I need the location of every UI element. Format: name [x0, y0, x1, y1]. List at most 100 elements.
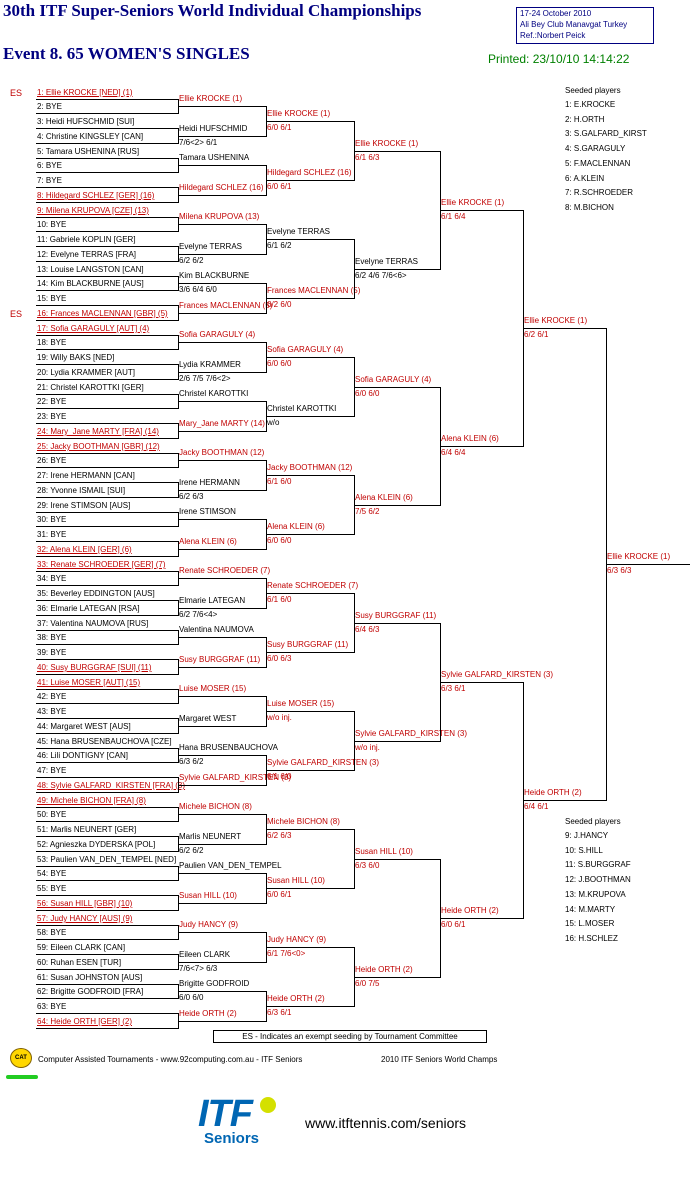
- draw-entry[interactable]: 41: Luise MOSER [AUT] (15): [37, 678, 141, 687]
- match-winner[interactable]: Christel KAROTTKI: [267, 404, 337, 413]
- match-winner[interactable]: Heide ORTH (2): [441, 906, 499, 915]
- match-winner[interactable]: Sylvie GALFARD_KIRSTEN (3): [441, 670, 554, 679]
- draw-entry[interactable]: 22: BYE: [37, 397, 67, 406]
- draw-entry[interactable]: 2: BYE: [37, 102, 62, 111]
- match-winner[interactable]: Renate SCHROEDER (7): [267, 581, 359, 590]
- draw-entry[interactable]: 40: Susy BURGGRAF [SUI] (11): [37, 663, 152, 672]
- draw-entry[interactable]: 12: Evelyne TERRAS [FRA]: [37, 250, 136, 259]
- match-winner[interactable]: Susan HILL (10): [267, 876, 325, 885]
- match-winner[interactable]: Irene HERMANN: [179, 478, 240, 487]
- match-winner[interactable]: Lydia KRAMMER: [179, 360, 241, 369]
- draw-entry[interactable]: 32: Alena KLEIN [GER] (6): [37, 545, 132, 554]
- match-winner[interactable]: Sofia GARAGULY (4): [179, 330, 256, 339]
- draw-entry[interactable]: 6: BYE: [37, 161, 62, 170]
- match-winner[interactable]: Michele BICHON (8): [179, 802, 252, 811]
- draw-entry[interactable]: 43: BYE: [37, 707, 67, 716]
- draw-entry[interactable]: 45: Hana BRUSENBAUCHOVA [CZE]: [37, 737, 172, 746]
- draw-entry[interactable]: 54: BYE: [37, 869, 67, 878]
- draw-entry[interactable]: 7: BYE: [37, 176, 62, 185]
- draw-entry[interactable]: 37: Valentina NAUMOVA [RUS]: [37, 619, 149, 628]
- match-winner[interactable]: Alena KLEIN (6): [355, 493, 413, 502]
- match-winner[interactable]: Susan HILL (10): [355, 847, 413, 856]
- draw-entry[interactable]: 9: Milena KRUPOVA [CZE] (13): [37, 206, 149, 215]
- draw-entry[interactable]: 5: Tamara USHENINA [RUS]: [37, 147, 140, 156]
- draw-entry[interactable]: 30: BYE: [37, 515, 67, 524]
- draw-entry[interactable]: 1: Ellie KROCKE [NED] (1): [37, 88, 133, 97]
- draw-entry[interactable]: 13: Louise LANGSTON [CAN]: [37, 265, 144, 274]
- draw-entry[interactable]: 53: Paulien VAN_DEN_TEMPEL [NED]: [37, 855, 177, 864]
- match-winner[interactable]: Alena KLEIN (6): [179, 537, 237, 546]
- match-winner[interactable]: Susan HILL (10): [179, 891, 237, 900]
- match-winner[interactable]: Ellie KROCKE (1): [441, 198, 505, 207]
- match-winner[interactable]: Irene STIMSON: [179, 507, 236, 516]
- draw-entry[interactable]: 24: Mary_Jane MARTY [FRA] (14): [37, 427, 159, 436]
- match-winner[interactable]: Evelyne TERRAS: [179, 242, 242, 251]
- draw-entry[interactable]: 11: Gabriele KOPLIN [GER]: [37, 235, 136, 244]
- match-winner[interactable]: Susy BURGGRAF (11): [267, 640, 349, 649]
- match-winner[interactable]: Ellie KROCKE (1): [524, 316, 588, 325]
- match-winner[interactable]: Hana BRUSENBAUCHOVA: [179, 743, 278, 752]
- match-winner[interactable]: Susy BURGGRAF (11): [355, 611, 437, 620]
- draw-entry[interactable]: 60: Ruhan ESEN [TUR]: [37, 958, 122, 967]
- match-winner[interactable]: Heide ORTH (2): [524, 788, 582, 797]
- draw-entry[interactable]: 21: Christel KAROTTKI [GER]: [37, 383, 144, 392]
- draw-entry[interactable]: 64: Heide ORTH [GER] (2): [37, 1017, 132, 1026]
- match-winner[interactable]: Elmarie LATEGAN: [179, 596, 246, 605]
- draw-entry[interactable]: 44: Margaret WEST [AUS]: [37, 722, 131, 731]
- draw-entry[interactable]: 49: Michele BICHON [FRA] (8): [37, 796, 146, 805]
- match-winner[interactable]: Sylvie GALFARD_KIRSTEN (3): [355, 729, 468, 738]
- match-winner[interactable]: Margaret WEST: [179, 714, 237, 723]
- match-winner[interactable]: Kim BLACKBURNE: [179, 271, 250, 280]
- match-winner[interactable]: Valentina NAUMOVA: [179, 625, 254, 634]
- draw-entry[interactable]: 25: Jacky BOOTHMAN [GBR] (12): [37, 442, 160, 451]
- draw-entry[interactable]: 35: Beverley EDDINGTON [AUS]: [37, 589, 155, 598]
- match-winner[interactable]: Michele BICHON (8): [267, 817, 340, 826]
- draw-entry[interactable]: 18: BYE: [37, 338, 67, 347]
- draw-entry[interactable]: 29: Irene STIMSON [AUS]: [37, 501, 131, 510]
- draw-entry[interactable]: 42: BYE: [37, 692, 67, 701]
- match-winner[interactable]: Heidi HUFSCHMID: [179, 124, 248, 133]
- match-winner[interactable]: Frances MACLENNAN (5): [179, 301, 273, 310]
- draw-entry[interactable]: 14: Kim BLACKBURNE [AUS]: [37, 279, 144, 288]
- draw-entry[interactable]: 56: Susan HILL [GBR] (10): [37, 899, 133, 908]
- draw-entry[interactable]: 10: BYE: [37, 220, 67, 229]
- match-winner[interactable]: Judy HANCY (9): [179, 920, 238, 929]
- draw-entry[interactable]: 20: Lydia KRAMMER [AUT]: [37, 368, 135, 377]
- draw-entry[interactable]: 55: BYE: [37, 884, 67, 893]
- draw-entry[interactable]: 34: BYE: [37, 574, 67, 583]
- draw-entry[interactable]: 51: Marlis NEUNERT [GER]: [37, 825, 137, 834]
- draw-entry[interactable]: 62: Brigitte GODFROID [FRA]: [37, 987, 144, 996]
- draw-entry[interactable]: 33: Renate SCHROEDER [GER] (7): [37, 560, 166, 569]
- match-winner[interactable]: Sylvie GALFARD_KIRSTEN (3): [179, 773, 292, 782]
- match-winner[interactable]: Evelyne TERRAS: [267, 227, 330, 236]
- match-winner[interactable]: Sofia GARAGULY (4): [355, 375, 432, 384]
- match-winner[interactable]: Luise MOSER (15): [267, 699, 335, 708]
- draw-entry[interactable]: 39: BYE: [37, 648, 67, 657]
- match-winner[interactable]: Hildegard SCHLEZ (16): [267, 168, 352, 177]
- draw-entry[interactable]: 38: BYE: [37, 633, 67, 642]
- match-winner[interactable]: Evelyne TERRAS: [355, 257, 418, 266]
- draw-entry[interactable]: 61: Susan JOHNSTON [AUS]: [37, 973, 143, 982]
- draw-entry[interactable]: 23: BYE: [37, 412, 67, 421]
- match-winner[interactable]: Jacky BOOTHMAN (12): [267, 463, 353, 472]
- draw-entry[interactable]: 19: Willy BAKS [NED]: [37, 353, 115, 362]
- match-winner[interactable]: Ellie KROCKE (1): [355, 139, 419, 148]
- match-winner[interactable]: Jacky BOOTHMAN (12): [179, 448, 265, 457]
- match-winner[interactable]: Luise MOSER (15): [179, 684, 247, 693]
- match-winner[interactable]: Sofia GARAGULY (4): [267, 345, 344, 354]
- draw-entry[interactable]: 63: BYE: [37, 1002, 67, 1011]
- match-winner[interactable]: Judy HANCY (9): [267, 935, 326, 944]
- draw-entry[interactable]: 52: Agnieszka DYDERSKA [POL]: [37, 840, 156, 849]
- match-winner[interactable]: Alena KLEIN (6): [267, 522, 325, 531]
- match-winner[interactable]: Ellie KROCKE (1): [267, 109, 331, 118]
- draw-entry[interactable]: 50: BYE: [37, 810, 67, 819]
- match-winner[interactable]: Paulien VAN_DEN_TEMPEL: [179, 861, 282, 870]
- draw-entry[interactable]: 17: Sofia GARAGULY [AUT] (4): [37, 324, 150, 333]
- draw-entry[interactable]: 4: Christine KINGSLEY [CAN]: [37, 132, 144, 141]
- draw-entry[interactable]: 15: BYE: [37, 294, 67, 303]
- draw-entry[interactable]: 58: BYE: [37, 928, 67, 937]
- match-winner[interactable]: Christel KAROTTKI: [179, 389, 249, 398]
- match-winner[interactable]: Ellie KROCKE (1): [607, 552, 671, 561]
- draw-entry[interactable]: 46: Lili DONTIGNY [CAN]: [37, 751, 128, 760]
- draw-entry[interactable]: 31: BYE: [37, 530, 67, 539]
